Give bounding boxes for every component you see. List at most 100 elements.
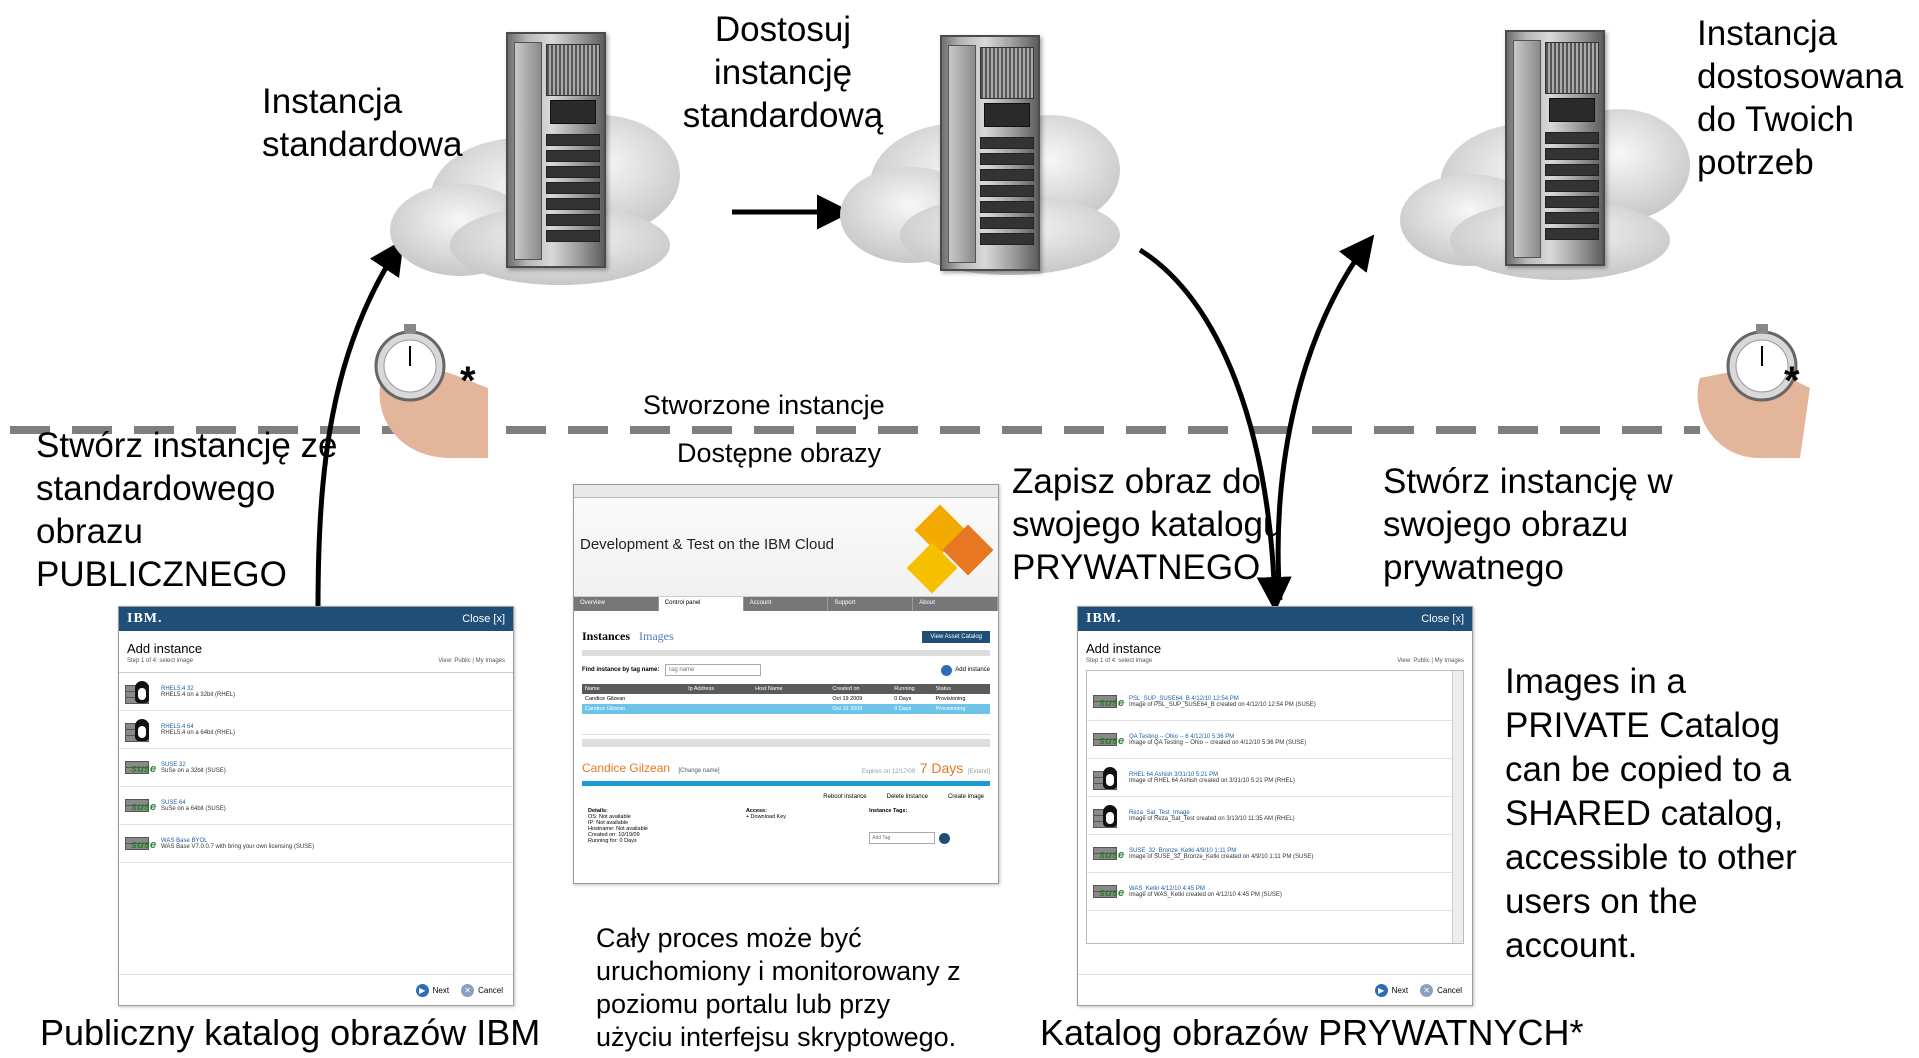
stopwatch-hand-icon-left bbox=[374, 324, 488, 458]
extend-link[interactable]: [Extend] bbox=[967, 769, 990, 775]
label-created-instances: Stworzone instancje bbox=[643, 390, 885, 420]
tux-icon bbox=[125, 717, 155, 743]
cancel-button[interactable]: ✕Cancel bbox=[461, 983, 503, 997]
tab-support[interactable]: Support bbox=[828, 597, 914, 611]
list-item[interactable]: suse QA Testing -- Ohio -- 6 4/12/10 5:3… bbox=[1087, 721, 1463, 759]
tux-icon bbox=[1093, 765, 1123, 791]
tab-about[interactable]: About bbox=[913, 597, 998, 611]
tag-search-input[interactable] bbox=[665, 664, 762, 676]
instance-name: Candice Gilzean bbox=[582, 761, 671, 775]
expires-text: Expires on 12/17/09 bbox=[861, 769, 916, 775]
add-tag-button[interactable] bbox=[939, 832, 951, 844]
suse-icon: suse bbox=[1093, 841, 1124, 867]
portal-screenshot: Development & Test on the IBM Cloud Over… bbox=[573, 484, 999, 884]
arrow-private-to-custom bbox=[1275, 234, 1375, 601]
next-button[interactable]: ▶Next bbox=[415, 983, 449, 997]
find-label: Find instance by tag name: bbox=[582, 667, 660, 673]
suse-icon: suse bbox=[1093, 879, 1124, 905]
tux-icon bbox=[1093, 803, 1123, 829]
tux-icon bbox=[125, 679, 155, 705]
private-catalog-window: IBM. Close [x] Add instance Step 1 of 4:… bbox=[1077, 606, 1473, 1006]
portal-title: Development & Test on the IBM Cloud bbox=[580, 536, 835, 553]
create-image-button[interactable]: Create image bbox=[947, 794, 984, 800]
view-asset-catalog-button[interactable]: View Asset Catalog bbox=[922, 630, 990, 643]
ibm-logo: IBM. bbox=[1086, 611, 1122, 626]
arrow-customize-to-private bbox=[1138, 247, 1292, 612]
ibm-logo: IBM. bbox=[127, 611, 163, 626]
instance-tags-label: Instance Tags: bbox=[869, 808, 908, 814]
window-title: Add instance bbox=[127, 641, 203, 656]
arrow-right-icon: ▶ bbox=[1374, 983, 1388, 997]
view-toggle[interactable]: View: Public | My Images bbox=[1397, 658, 1464, 664]
tab-account[interactable]: Account bbox=[744, 597, 829, 611]
button-bar: ▶Next ✕Cancel bbox=[119, 974, 513, 1005]
window-header: IBM. Close [x] bbox=[1078, 607, 1472, 631]
server-rack-middle bbox=[940, 35, 1040, 271]
scrollbar[interactable] bbox=[1452, 671, 1463, 943]
label-public-catalog: Publiczny katalog obrazów IBM bbox=[40, 1012, 541, 1053]
next-button[interactable]: ▶Next bbox=[1374, 983, 1408, 997]
button-bar: ▶Next ✕Cancel bbox=[1078, 974, 1472, 1005]
label-private-catalog: Katalog obrazów PRYWATNYCH* bbox=[1040, 1012, 1584, 1053]
add-tag-input[interactable] bbox=[869, 832, 936, 844]
close-icon: ✕ bbox=[461, 983, 475, 997]
instance-progress-bar bbox=[582, 781, 990, 786]
suse-icon: suse bbox=[1093, 689, 1124, 715]
tab-overview[interactable]: Overview bbox=[574, 597, 659, 611]
list-item[interactable]: suse SUSE_32_Bronze_Ketki 4/9/10 1:11 PM… bbox=[1087, 835, 1463, 873]
tab-images[interactable]: Images bbox=[639, 629, 674, 643]
step-text: Step 1 of 4: select image bbox=[1086, 658, 1153, 664]
step-text: Step 1 of 4: select image bbox=[127, 658, 194, 664]
reboot-instance-button[interactable]: Reboot instance bbox=[823, 794, 867, 800]
suse-icon: suse bbox=[125, 755, 156, 781]
close-icon: ✕ bbox=[1420, 983, 1434, 997]
plus-icon bbox=[941, 664, 953, 676]
add-instance-link[interactable]: Add instance bbox=[941, 664, 990, 676]
days-left: 7 Days bbox=[919, 760, 964, 776]
server-rack-left bbox=[506, 32, 606, 268]
suse-icon: suse bbox=[1093, 727, 1124, 753]
change-name-link[interactable]: [Change name] bbox=[678, 768, 720, 774]
cancel-button[interactable]: ✕Cancel bbox=[1420, 983, 1462, 997]
label-available-images: Dostępne obrazy bbox=[677, 438, 882, 468]
tab-control-panel[interactable]: Control panel bbox=[658, 597, 744, 611]
asterisk-right: * bbox=[1784, 359, 1800, 403]
arrow-right-icon: ▶ bbox=[415, 983, 429, 997]
close-button[interactable]: Close [x] bbox=[462, 613, 505, 625]
server-rack-right bbox=[1505, 30, 1605, 266]
close-button[interactable]: Close [x] bbox=[1421, 613, 1464, 625]
tab-instances[interactable]: Instances bbox=[582, 629, 631, 643]
portal-header: Development & Test on the IBM Cloud bbox=[574, 498, 998, 597]
suse-icon: suse bbox=[125, 793, 156, 819]
delete-instance-button[interactable]: Delete instance bbox=[886, 794, 928, 800]
stopwatch-hand-icon-right bbox=[1697, 324, 1810, 458]
window-header: IBM. Close [x] bbox=[119, 607, 513, 631]
public-catalog-window: IBM. Close [x] Add instance Step 1 of 4:… bbox=[118, 606, 514, 1006]
view-toggle[interactable]: View: Public | My Images bbox=[438, 658, 505, 664]
download-key-link[interactable]: + Download Key bbox=[745, 814, 787, 820]
